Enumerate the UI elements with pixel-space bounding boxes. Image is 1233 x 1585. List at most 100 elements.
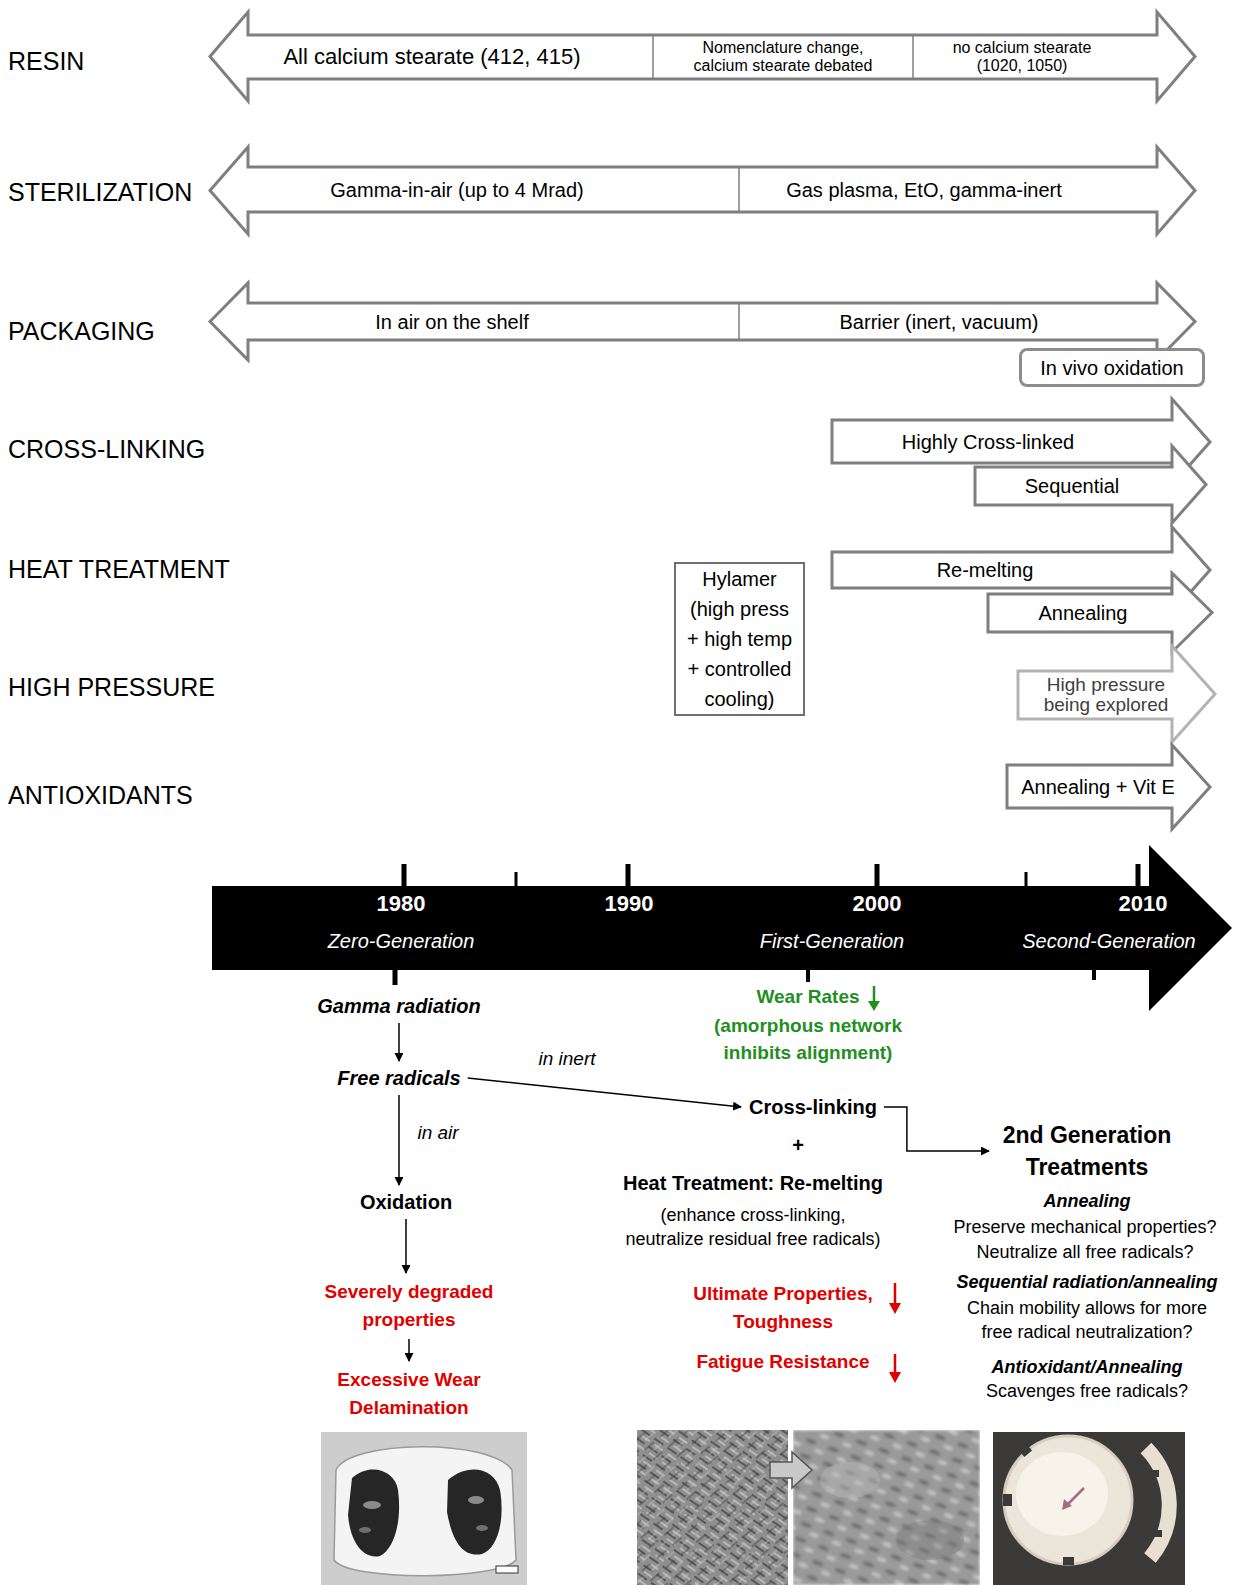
row-label: PACKAGING [8, 316, 155, 346]
flow-label: Cross-linking [749, 1095, 877, 1119]
timeline-tick [806, 970, 810, 982]
timeline-tick [875, 864, 880, 886]
text-slot: Annealing + Vit E [1003, 775, 1193, 799]
text-slot: Second-Generation [1009, 929, 1209, 953]
band-arrow: Annealing + Vit E [1007, 745, 1210, 829]
flow-term: Severely degraded properties [299, 1275, 519, 1337]
timeline-label: Zero-Generation [291, 929, 511, 953]
note-box: In vivo oxidation [1019, 348, 1205, 387]
row-label: CROSS-LINKING [8, 434, 205, 464]
annotation: Sequential radiation/annealing [956, 1272, 1217, 1294]
text-slot: Barrier (inert, vacuum) [739, 310, 1139, 334]
text-slot: Annealing [998, 601, 1168, 625]
annotation: Wear Rates [756, 986, 859, 1009]
row-label: STERILIZATION [8, 177, 192, 207]
annotation: Ultimate Properties, Toughness [683, 1280, 883, 1336]
band-label: Annealing [998, 601, 1168, 625]
annotation: Antioxidant/Annealing [992, 1357, 1183, 1379]
text-slot: Zero-Generation [291, 929, 511, 953]
text-slot: 1980 [341, 891, 461, 917]
band-arrow: High pressure being explored [1018, 646, 1215, 742]
delaminated-liner-photo [321, 1432, 527, 1585]
text-slot: 2000 [817, 891, 937, 917]
band-label: In air on the shelf [212, 310, 692, 334]
band-divider [738, 167, 740, 212]
band-divider [652, 35, 654, 79]
band-arrow: Sequential [975, 446, 1206, 523]
annotation: (enhance cross-linking, neutralize resid… [624, 1203, 882, 1251]
annotation: Chain mobility allows for more free radi… [958, 1296, 1216, 1344]
timeline-label: First-Generation [722, 929, 942, 953]
flow-label: Severely degraded properties [304, 1278, 514, 1334]
band-arrow: All calcium stearate (412, 415) Nomenclat… [210, 12, 1195, 101]
flow-term: Gamma radiation [312, 991, 485, 1021]
edge-label: in air [415, 1122, 460, 1145]
band-arrow: Annealing [988, 573, 1212, 652]
band-label: Sequential [977, 474, 1167, 498]
annotation: Preserve mechanical properties? Neutrali… [945, 1215, 1225, 1265]
band-label: Re-melting [835, 558, 1135, 582]
text-slot: 2010 [1088, 891, 1198, 917]
annotation: + [792, 1133, 804, 1157]
flow-arrow [398, 1095, 400, 1185]
annotation: (amorphous network inhibits alignment) [701, 1012, 916, 1066]
flow-arrow [468, 1078, 741, 1107]
band-divider [738, 303, 740, 340]
row-label: ANTIOXIDANTS [8, 780, 193, 810]
flow-label: 2nd Generation Treatments [997, 1119, 1177, 1183]
band-label: Nomenclature change, calcium stearate de… [681, 39, 886, 76]
row-label: RESIN [8, 46, 84, 76]
timeline-label: 2000 [817, 891, 937, 917]
text-slot: Gas plasma, EtO, gamma-inert [724, 178, 1124, 202]
timeline-label: 1980 [341, 891, 461, 917]
band-shape [212, 845, 1232, 1011]
timeline-tick [515, 872, 518, 886]
timeline-arrow: 1980Zero-Generation 1990 2000First-Generat… [212, 845, 1232, 1011]
timeline-tick [1136, 864, 1141, 886]
band-shape [988, 573, 1212, 652]
box-label: Hylamer (high press + high temp + contro… [683, 564, 796, 714]
timeline-label: 2010 [1088, 891, 1198, 917]
timeline-label: Second-Generation [1009, 929, 1209, 953]
row-label: HIGH PRESSURE [8, 672, 215, 702]
band-label: Highly Cross-linked [838, 430, 1138, 454]
text-slot: First-Generation [722, 929, 942, 953]
text-slot: All calcium stearate (412, 415) [232, 44, 632, 70]
band-label: Gamma-in-air (up to 4 Mrad) [217, 178, 697, 202]
band-shape [210, 12, 1195, 101]
timeline-label: 1990 [569, 891, 689, 917]
row-label: HEAT TREATMENT [8, 554, 230, 584]
flow-label: Oxidation [360, 1190, 452, 1214]
band-shape [210, 147, 1195, 234]
flow-term: Cross-linking [744, 1092, 882, 1122]
flow-term: 2nd Generation Treatments [992, 1116, 1182, 1186]
flow-label: Excessive Wear Delamination [304, 1366, 514, 1422]
band-label: Annealing + Vit E [1003, 775, 1193, 799]
timeline-tick [402, 864, 407, 886]
band-outline [212, 845, 1232, 1011]
band-divider [912, 35, 914, 79]
text-slot: Sequential [977, 474, 1167, 498]
band-shape [1018, 646, 1215, 742]
timeline-tick [1025, 872, 1028, 886]
annotation: Heat Treatment: Re-melting [623, 1171, 883, 1195]
timeline-tick [393, 970, 398, 985]
annotation: Scavenges free radicals? [986, 1381, 1188, 1403]
flow-arrow [884, 1107, 989, 1151]
box-label: In vivo oxidation [1040, 356, 1183, 380]
text-slot: In air on the shelf [212, 310, 692, 334]
flow-term: Oxidation [355, 1187, 457, 1217]
text-slot: Re-melting [835, 558, 1135, 582]
text-slot: Highly Cross-linked [838, 430, 1138, 454]
annotation: Fatigue Resistance [696, 1351, 869, 1374]
band-label: Barrier (inert, vacuum) [739, 310, 1139, 334]
note-box: Hylamer (high press + high temp + contro… [674, 562, 805, 716]
edge-label: in inert [536, 1048, 597, 1071]
flow-term: Excessive Wear Delamination [299, 1363, 519, 1425]
text-slot: Nomenclature change, calcium stearate de… [681, 39, 886, 76]
flow-term: Free radicals [332, 1063, 465, 1093]
text-slot: 1990 [569, 891, 689, 917]
flow-arrow [408, 1339, 410, 1361]
flow-label: Gamma radiation [317, 994, 480, 1018]
